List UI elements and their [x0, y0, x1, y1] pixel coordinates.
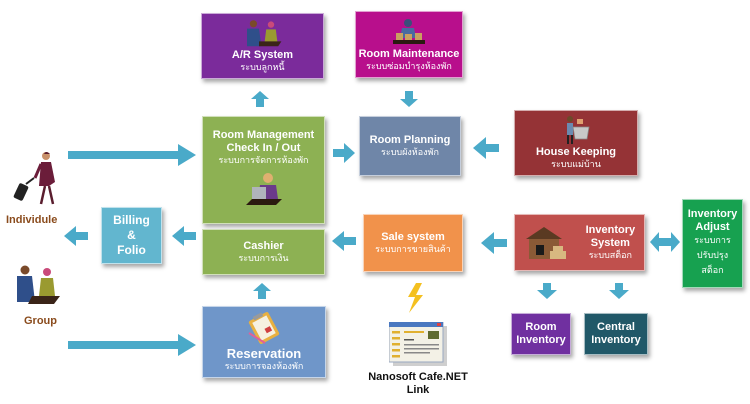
cashier-title: Cashier [243, 239, 284, 252]
receptionist-icon [245, 173, 282, 205]
room-inventory-line1: Room [525, 321, 557, 333]
sale-system-subtitle: ระบบการขายสินค้า [375, 244, 451, 255]
central-inventory-line2: Inventory [591, 334, 641, 346]
arrow-individual-to-room-management [68, 144, 198, 166]
reservation-title: Reservation [226, 346, 302, 361]
arrow-billing-to-individual [64, 226, 88, 246]
billing-line3: Folio [117, 243, 146, 257]
group-label: Group [24, 315, 57, 327]
inventory-adjust-sub1: ระบบการ [694, 236, 731, 246]
arrow-management-to-planning [333, 143, 355, 163]
room-maintenance-box[interactable]: Room Maintenance ระบบซ่อมบำรุงห้องพัก [355, 11, 463, 78]
arrow-sale-to-cashier [332, 231, 356, 251]
arrow-cashier-to-billing [172, 226, 196, 246]
inventory-adjust-title1: Inventory [687, 208, 738, 220]
billing-line1: Billing [113, 213, 150, 227]
arrow-inventory-to-room-inventory [537, 283, 557, 299]
room-management-title1: Room Management [212, 129, 315, 141]
inventory-adjust-box[interactable]: Inventory Adjust ระบบการ ปรับปรุง สต็อก [682, 199, 743, 288]
link-label-line2: Link [406, 384, 430, 396]
cashier-subtitle: ระบบการเงิน [238, 253, 289, 264]
inventory-adjust-sub3: สต็อก [701, 266, 724, 276]
arrow-inventory-to-sale [481, 232, 507, 254]
room-maintenance-subtitle: ระบบซ่อมบำรุงห้องพัก [366, 62, 452, 72]
clipboard-icon [248, 312, 280, 344]
billing-line2: & [127, 228, 136, 242]
sale-system-box[interactable]: Sale system ระบบการขายสินค้า [363, 214, 463, 272]
link-label-line1: Nanosoft Cafe.NET [368, 371, 468, 383]
central-inventory-box[interactable]: Central Inventory [584, 313, 648, 355]
inventory-system-box[interactable]: Inventory System ระบบสต็อก [514, 214, 645, 271]
individual-label: Individule [6, 214, 58, 226]
meeting-icon [17, 265, 60, 304]
inventory-adjust-sub2: ปรับปรุง [696, 251, 729, 261]
ar-system-title: A/R System [231, 49, 294, 61]
ar-system-subtitle: ระบบลูกหนี้ [240, 63, 285, 73]
inventory-system-title1: Inventory [585, 223, 636, 236]
room-planning-subtitle: ระบบผังห้องพัก [381, 147, 439, 158]
arrow-inventory-to-central-inventory [609, 283, 629, 299]
room-maintenance-title: Room Maintenance [358, 48, 460, 60]
arrow-group-to-reservation [68, 334, 198, 356]
room-inventory-box[interactable]: Room Inventory [511, 313, 571, 355]
house-keeping-title: House Keeping [535, 146, 617, 158]
central-inventory-line1: Central [597, 321, 635, 333]
arrow-reservation-to-cashier [253, 283, 271, 299]
group-actor [12, 264, 62, 309]
app-window-icon[interactable] [389, 322, 447, 366]
repairman-icon [393, 19, 425, 44]
house-keeping-box[interactable]: House Keeping ระบบแม่บ้าน [514, 110, 638, 176]
inventory-system-subtitle: ระบบสต็อก [588, 250, 632, 261]
room-inventory-line2: Inventory [516, 334, 566, 346]
cashier-box[interactable]: Cashier ระบบการเงิน [202, 229, 325, 275]
house-keeping-subtitle: ระบบแม่บ้าน [551, 160, 601, 170]
link-label[interactable]: Nanosoft Cafe.NET Link [366, 371, 470, 397]
sale-system-title: Sale system [381, 230, 445, 243]
arrow-room-management-to-ar [251, 91, 269, 107]
individual-actor [8, 150, 58, 210]
arrow-inventory-adjust-bidirectional [650, 232, 680, 252]
billing-folio-box[interactable]: Billing & Folio [101, 207, 162, 264]
arrow-maintenance-to-planning [400, 91, 418, 107]
room-management-box[interactable]: Room Management Check In / Out ระบบการจั… [202, 116, 325, 224]
ar-system-box[interactable]: A/R System ระบบลูกหนี้ [201, 13, 324, 79]
reservation-subtitle: ระบบการจองห้องพัก [224, 362, 304, 372]
lightning-icon [404, 283, 426, 313]
meeting-icon [246, 20, 281, 47]
arrow-housekeeping-to-planning [473, 137, 499, 159]
warehouse-icon [525, 226, 566, 259]
traveler-icon [13, 152, 55, 205]
housekeeper-icon [567, 116, 590, 144]
room-planning-box[interactable]: Room Planning ระบบผังห้องพัก [359, 116, 461, 176]
inventory-system-title2: System [590, 236, 630, 249]
inventory-adjust-title2: Adjust [695, 221, 730, 233]
reservation-box[interactable]: Reservation ระบบการจองห้องพัก [202, 306, 326, 378]
room-management-title2: Check In / Out [226, 142, 301, 154]
room-management-subtitle: ระบบการจัดการห้องพัก [218, 156, 309, 166]
room-planning-title: Room Planning [369, 133, 451, 146]
